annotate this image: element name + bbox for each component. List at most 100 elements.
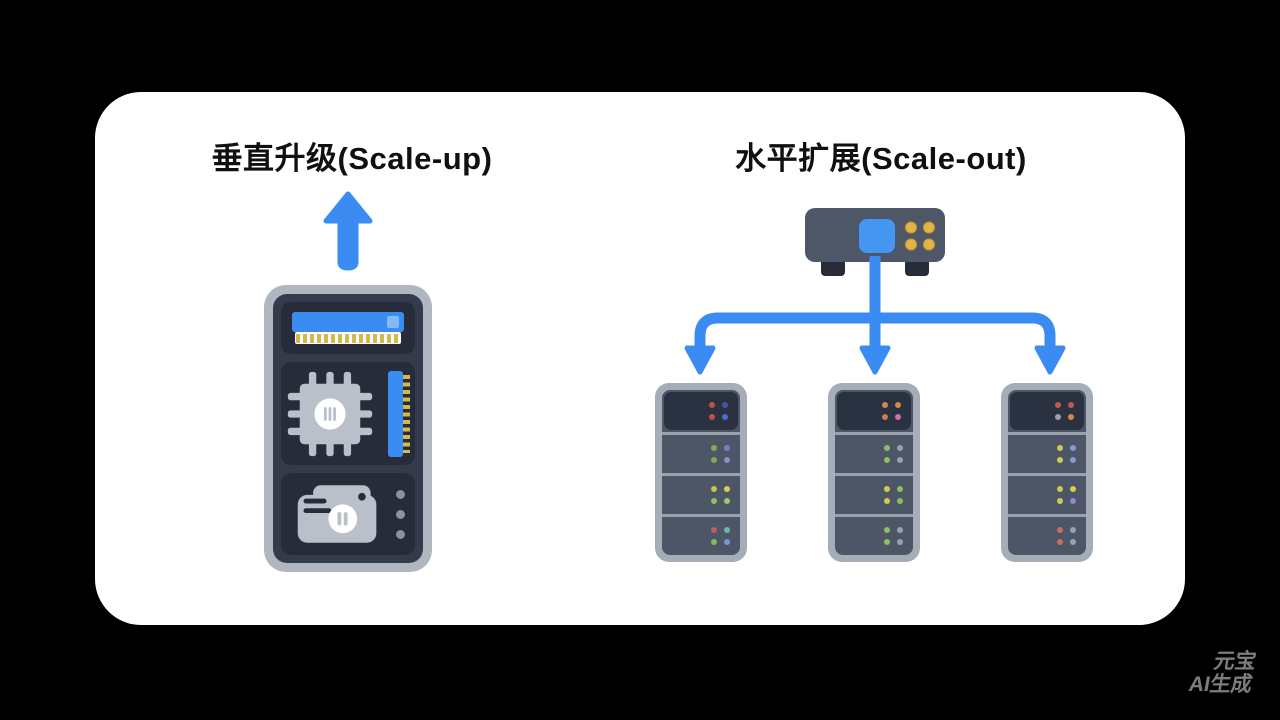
status-led xyxy=(884,486,890,492)
status-led xyxy=(1070,527,1076,533)
bay-dot xyxy=(395,489,405,499)
ram-stick-icon xyxy=(387,370,410,457)
status-led xyxy=(711,486,717,492)
status-led xyxy=(1068,414,1074,420)
status-led xyxy=(884,539,890,545)
server-unit xyxy=(1008,514,1086,555)
server-unit xyxy=(1008,432,1086,473)
status-led-grid xyxy=(1055,402,1074,420)
rack-inner-panel xyxy=(1008,390,1086,555)
status-led-grid xyxy=(1057,527,1076,545)
scale-up-title: 垂直升级(Scale-up) xyxy=(211,141,493,176)
status-led xyxy=(1070,498,1076,504)
status-led xyxy=(884,457,890,463)
bay-dot xyxy=(395,529,405,539)
server-rack-icon xyxy=(655,383,747,562)
server-unit xyxy=(835,514,913,555)
status-led xyxy=(1070,457,1076,463)
status-led-grid xyxy=(711,486,730,504)
bay-dot xyxy=(395,509,405,519)
status-led xyxy=(897,539,903,545)
server-unit xyxy=(835,473,913,514)
scale-out-title: 水平扩展(Scale-out) xyxy=(735,141,1027,176)
watermark-line1: 元宝 xyxy=(1212,650,1259,673)
ram-pins xyxy=(295,332,401,344)
server-unit xyxy=(662,514,740,555)
status-led-grid xyxy=(711,527,730,545)
status-led-grid xyxy=(884,445,903,463)
rack-inner-panel xyxy=(835,390,913,555)
status-led xyxy=(711,539,717,545)
status-led xyxy=(884,445,890,451)
status-led xyxy=(897,445,903,451)
server-unit xyxy=(1010,392,1084,430)
status-led xyxy=(895,414,901,420)
server-unit xyxy=(837,392,911,430)
status-led-grid xyxy=(882,402,901,420)
status-led xyxy=(709,414,715,420)
status-led xyxy=(1057,527,1063,533)
rack-inner-panel xyxy=(662,390,740,555)
status-led xyxy=(1057,486,1063,492)
status-led xyxy=(711,445,717,451)
tower-inner-panel xyxy=(273,294,423,563)
status-led xyxy=(724,498,730,504)
status-led xyxy=(882,414,888,420)
status-led-grid xyxy=(711,445,730,463)
server-rack-icon xyxy=(1001,383,1093,562)
server-unit xyxy=(664,392,738,430)
cpu-panel xyxy=(281,362,415,465)
ram-module-icon xyxy=(281,302,415,354)
network-switch-icon xyxy=(805,208,945,276)
status-led xyxy=(895,402,901,408)
status-led-grid xyxy=(884,527,903,545)
status-led xyxy=(722,402,728,408)
ram-bar xyxy=(292,312,404,332)
status-led xyxy=(897,457,903,463)
status-led xyxy=(1057,445,1063,451)
status-led xyxy=(722,414,728,420)
storage-panel xyxy=(281,473,415,555)
up-arrow-icon xyxy=(323,191,373,271)
ram-chip xyxy=(387,316,399,328)
status-led xyxy=(1070,486,1076,492)
status-led xyxy=(1070,539,1076,545)
status-led xyxy=(711,498,717,504)
status-led xyxy=(884,527,890,533)
status-led-grid xyxy=(1057,486,1076,504)
status-led xyxy=(724,539,730,545)
status-led xyxy=(1068,402,1074,408)
status-led xyxy=(1057,539,1063,545)
status-led-grid xyxy=(1057,445,1076,463)
watermark: 元宝 AI生成 xyxy=(1187,650,1258,696)
status-led xyxy=(711,457,717,463)
status-led xyxy=(709,402,715,408)
drive-bay-dots xyxy=(395,489,405,539)
status-led xyxy=(897,498,903,504)
status-led xyxy=(1057,498,1063,504)
status-led xyxy=(897,486,903,492)
status-led xyxy=(711,527,717,533)
server-unit xyxy=(835,432,913,473)
status-led xyxy=(724,457,730,463)
server-rack-group xyxy=(655,383,1093,562)
status-led xyxy=(724,527,730,533)
hard-drive-icon xyxy=(297,485,376,543)
server-rack-icon xyxy=(828,383,920,562)
status-led xyxy=(884,498,890,504)
status-led xyxy=(724,486,730,492)
ram-stick-pins xyxy=(402,374,410,453)
status-led xyxy=(897,527,903,533)
server-unit xyxy=(662,473,740,514)
status-led xyxy=(1055,414,1061,420)
status-led xyxy=(1057,457,1063,463)
status-led xyxy=(724,445,730,451)
cpu-chip-icon xyxy=(287,371,372,456)
status-led xyxy=(1055,402,1061,408)
server-unit xyxy=(662,432,740,473)
status-led-grid xyxy=(709,402,728,420)
server-tower-icon xyxy=(264,285,432,572)
server-unit xyxy=(1008,473,1086,514)
branch-arrows-icon xyxy=(684,256,1066,375)
